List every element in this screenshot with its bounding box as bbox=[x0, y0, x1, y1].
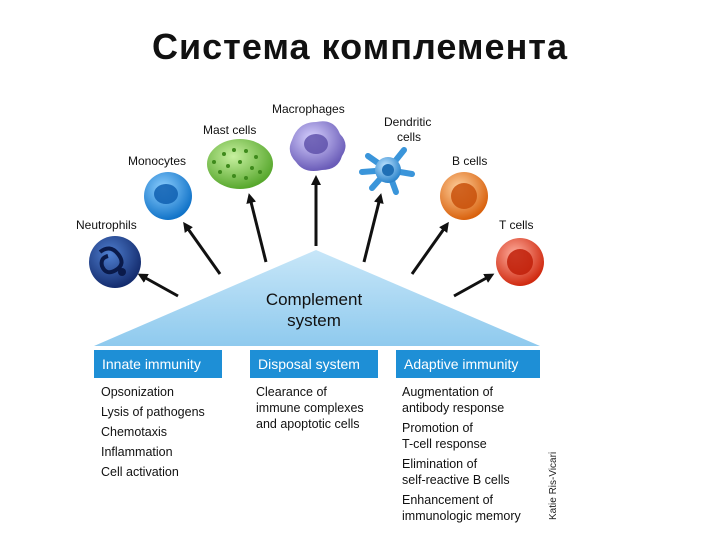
triangle-label-line2: system bbox=[287, 311, 341, 330]
label-b-cells: B cells bbox=[452, 154, 487, 168]
list-item: Inflammation bbox=[101, 445, 173, 459]
arrow-neutrophils bbox=[137, 273, 179, 298]
arrow-t-cells bbox=[453, 273, 495, 298]
label-t-cells: T cells bbox=[499, 218, 533, 232]
neutrophil-icon bbox=[89, 236, 141, 288]
list-item: Clearance of immune complexes and apopto… bbox=[256, 385, 364, 431]
disposal-system-list: Clearance of immune complexes and apopto… bbox=[256, 384, 396, 436]
macrophage-icon bbox=[289, 121, 346, 171]
artist-credit: Katie Ris-Vicari bbox=[548, 451, 559, 520]
arrow-mast-cells bbox=[246, 193, 268, 263]
b-cell-icon bbox=[440, 172, 488, 220]
label-neutrophils: Neutrophils bbox=[76, 218, 137, 232]
arrow-b-cells bbox=[410, 221, 449, 275]
header-innate-immunity: Innate immunity bbox=[94, 350, 222, 378]
list-item: Chemotaxis bbox=[101, 425, 167, 439]
list-item: Cell activation bbox=[101, 465, 179, 479]
list-item: Lysis of pathogens bbox=[101, 405, 205, 419]
list-item: Enhancement of immunologic memory bbox=[402, 493, 521, 523]
label-dendritic-line1: Dendritic bbox=[384, 115, 431, 129]
label-macrophages: Macrophages bbox=[272, 102, 345, 116]
triangle-label-line1: Complement bbox=[266, 290, 363, 309]
adaptive-immunity-list: Augmentation of antibody response Promot… bbox=[402, 384, 552, 528]
header-adaptive-immunity: Adaptive immunity bbox=[396, 350, 540, 378]
label-dendritic-line2: cells bbox=[397, 130, 421, 144]
mast-cell-icon bbox=[207, 139, 273, 189]
arrow-monocytes bbox=[183, 221, 222, 275]
header-disposal-system: Disposal system bbox=[250, 350, 378, 378]
dendritic-cell-icon bbox=[359, 147, 415, 195]
label-monocytes: Monocytes bbox=[128, 154, 186, 168]
monocyte-icon bbox=[144, 172, 192, 220]
slide-title: Система комплемента bbox=[152, 26, 568, 67]
list-item: Promotion of T-cell response bbox=[402, 421, 487, 451]
arrow-dendritic bbox=[362, 193, 384, 263]
t-cell-icon bbox=[496, 238, 544, 286]
innate-immunity-list: Opsonization Lysis of pathogens Chemotax… bbox=[101, 384, 241, 484]
label-mast-cells: Mast cells bbox=[203, 123, 256, 137]
list-item: Opsonization bbox=[101, 385, 174, 399]
list-item: Augmentation of antibody response bbox=[402, 385, 505, 415]
list-item: Elimination of self-reactive B cells bbox=[402, 457, 510, 487]
complement-triangle bbox=[94, 250, 540, 346]
